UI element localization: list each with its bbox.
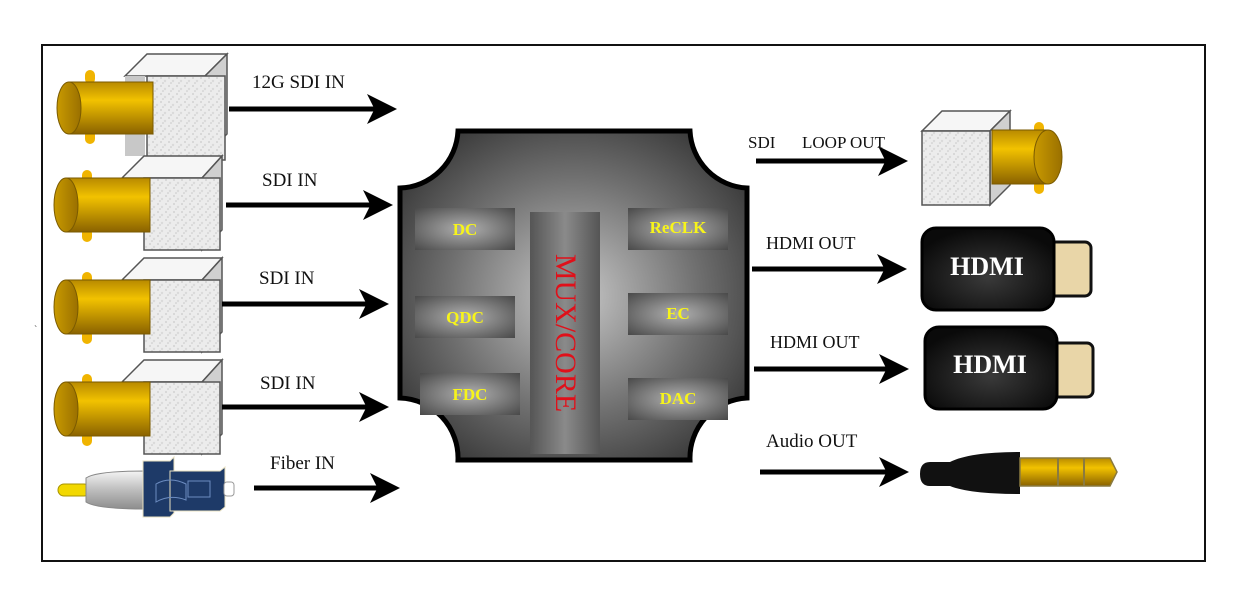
- label-hdmi-out-2: HDMI OUT: [770, 332, 860, 352]
- label-sdi-in-3: SDI IN: [260, 373, 316, 394]
- block-mux-core: MUX/CORE: [530, 212, 600, 454]
- output-connector-sdi-loop: [920, 109, 1063, 207]
- block-fdc: FDC: [420, 373, 520, 415]
- block-label-fdc: FDC: [453, 385, 488, 404]
- output-hdmi-2: HDMI OUT: [754, 332, 909, 384]
- block-reclk: ReCLK: [628, 208, 728, 250]
- input-sdi-3: SDI IN: [222, 373, 389, 422]
- input-connector-fiber: [57, 455, 235, 518]
- label-loop-out: LOOP OUT: [802, 133, 886, 152]
- label-sdi: SDI: [748, 133, 776, 152]
- block-dc: DC: [415, 208, 515, 250]
- block-dac: DAC: [628, 378, 728, 420]
- block-label-ec: EC: [666, 304, 690, 323]
- label-12g-sdi-in: 12G SDI IN: [252, 72, 345, 93]
- output-audio: Audio OUT: [760, 431, 909, 487]
- input-connector-sdi-2: [53, 256, 224, 354]
- label-sdi-in-1: SDI IN: [262, 170, 318, 191]
- label-fiber-in: Fiber IN: [270, 453, 335, 474]
- bnc-connector-icon: [53, 358, 224, 456]
- hdmi-connector-icon: HDMI: [923, 325, 1095, 411]
- input-connector-sdi-3: [53, 358, 224, 456]
- output-sdi-loop: SDI LOOP OUT: [748, 133, 908, 176]
- block-label-qdc: QDC: [446, 308, 484, 327]
- core-title: MUX/CORE: [549, 254, 582, 412]
- hdmi-plug-text-1: HDMI: [950, 252, 1024, 281]
- input-fiber: Fiber IN: [254, 453, 400, 503]
- hdmi-connector-icon: HDMI: [920, 226, 1093, 312]
- bnc-connector-icon: [53, 256, 224, 354]
- label-audio-out: Audio OUT: [766, 431, 858, 452]
- output-connector-hdmi-2: HDMI: [923, 325, 1095, 411]
- diagram-frame: [41, 44, 1206, 562]
- input-connector-12g-sdi: [56, 52, 229, 161]
- output-connector-hdmi-1: HDMI: [920, 226, 1093, 312]
- bnc-connector-icon: [56, 52, 229, 161]
- mux-core-chip: DC QDC FDC MUX/CORE ReCLK EC DAC: [397, 128, 750, 463]
- stray-mark: `: [34, 325, 38, 336]
- block-ec: EC: [628, 293, 728, 335]
- bnc-connector-icon: [53, 154, 224, 252]
- output-hdmi-1: HDMI OUT: [752, 233, 907, 284]
- block-label-dc: DC: [453, 220, 478, 239]
- block-label-reclk: ReCLK: [650, 218, 707, 237]
- input-sdi-2: SDI IN: [222, 268, 389, 319]
- input-sdi-1: SDI IN: [226, 170, 393, 220]
- block-label-dac: DAC: [660, 389, 697, 408]
- hdmi-plug-text-2: HDMI: [953, 350, 1027, 379]
- audio-jack-icon: [920, 452, 1118, 494]
- block-qdc: QDC: [415, 296, 515, 338]
- label-hdmi-out-1: HDMI OUT: [766, 233, 856, 253]
- bnc-connector-icon: [920, 109, 1063, 207]
- input-connector-sdi-1: [53, 154, 224, 252]
- fiber-connector-icon: [57, 455, 235, 518]
- label-sdi-in-2: SDI IN: [259, 268, 315, 289]
- output-connector-audio: [920, 452, 1118, 494]
- input-12g-sdi: 12G SDI IN: [229, 72, 397, 124]
